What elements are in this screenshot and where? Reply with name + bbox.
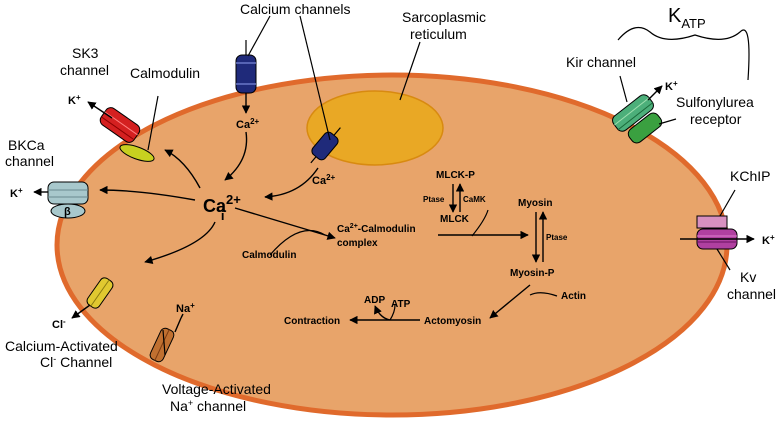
label-contraction: Contraction: [284, 316, 340, 327]
label-complex-1: Ca2+-Calmodulin: [337, 223, 416, 235]
label-calcium-channels: Calcium channels: [240, 1, 351, 17]
label-ptase-2: Ptase: [546, 233, 568, 242]
ion-k-sk3: K+: [68, 93, 81, 107]
ion-na: Na+: [176, 301, 195, 315]
label-complex-2: complex: [337, 238, 378, 249]
beta-subunit-label: β: [64, 206, 71, 218]
ion-ca-i: Ca2+i: [203, 192, 241, 223]
calcium-channel-sr: [310, 127, 341, 164]
label-actomyosin: Actomyosin: [424, 316, 481, 327]
label-sk3-2: channel: [60, 62, 109, 78]
label-katp: KATP: [668, 5, 706, 31]
label-kir: Kir channel: [566, 54, 636, 70]
label-sarcoplasmic-2: reticulum: [410, 26, 467, 42]
kv-channel: [696, 215, 738, 250]
label-kchip: KChIP: [730, 168, 770, 184]
cl-channel: [86, 277, 114, 309]
calcium-channel-top: [235, 40, 257, 94]
label-bkca-1: BKCa: [8, 137, 45, 153]
label-myosin-p: Myosin-P: [510, 268, 555, 279]
label-myosin: Myosin: [518, 198, 552, 209]
katp-bracket: [617, 26, 750, 81]
label-ca-act-1: Calcium-Activated: [5, 338, 118, 354]
ion-ca-sr: Ca2+: [312, 173, 336, 187]
kir-channel: [612, 94, 654, 132]
label-atp: ATP: [391, 299, 411, 310]
calmodulin-sk3: [119, 144, 155, 162]
label-sulfo-2: receptor: [690, 111, 742, 127]
ion-k-bkca: K+: [10, 186, 23, 200]
ion-ca-top: Ca2+: [236, 117, 260, 131]
label-actin: Actin: [561, 291, 586, 302]
sarcoplasmic-reticulum: [306, 90, 444, 166]
label-volt-2: Na+ channel: [170, 398, 246, 414]
label-mlck-p: MLCK-P: [436, 170, 475, 181]
label-camk: CaMK: [463, 195, 486, 204]
label-sarcoplasmic-1: Sarcoplasmic: [402, 9, 486, 25]
label-calmodulin-mid: Calmodulin: [242, 250, 296, 261]
label-ptase-1: Ptase: [423, 195, 445, 204]
sulfonylurea-receptor: [627, 112, 663, 144]
label-ca-act-2: Cl- Channel: [40, 354, 112, 370]
na-channel: [149, 327, 175, 363]
ion-k-kir: K+: [665, 79, 678, 93]
label-kv-2: channel: [727, 286, 776, 302]
bkca-channel: [47, 181, 89, 219]
label-sk3-1: SK3: [72, 45, 99, 61]
label-volt-1: Voltage-Activated: [162, 381, 271, 397]
label-calmodulin-top: Calmodulin: [130, 65, 200, 81]
label-sulfo-1: Sulfonylurea: [676, 94, 754, 110]
ion-k-kv: K+: [762, 233, 775, 247]
label-bkca-2: channel: [5, 153, 54, 169]
label-kv-1: Kv: [740, 269, 756, 285]
label-mlck: MLCK: [440, 214, 470, 225]
label-adp: ADP: [364, 295, 385, 306]
ion-cl: Cl-: [52, 317, 66, 331]
